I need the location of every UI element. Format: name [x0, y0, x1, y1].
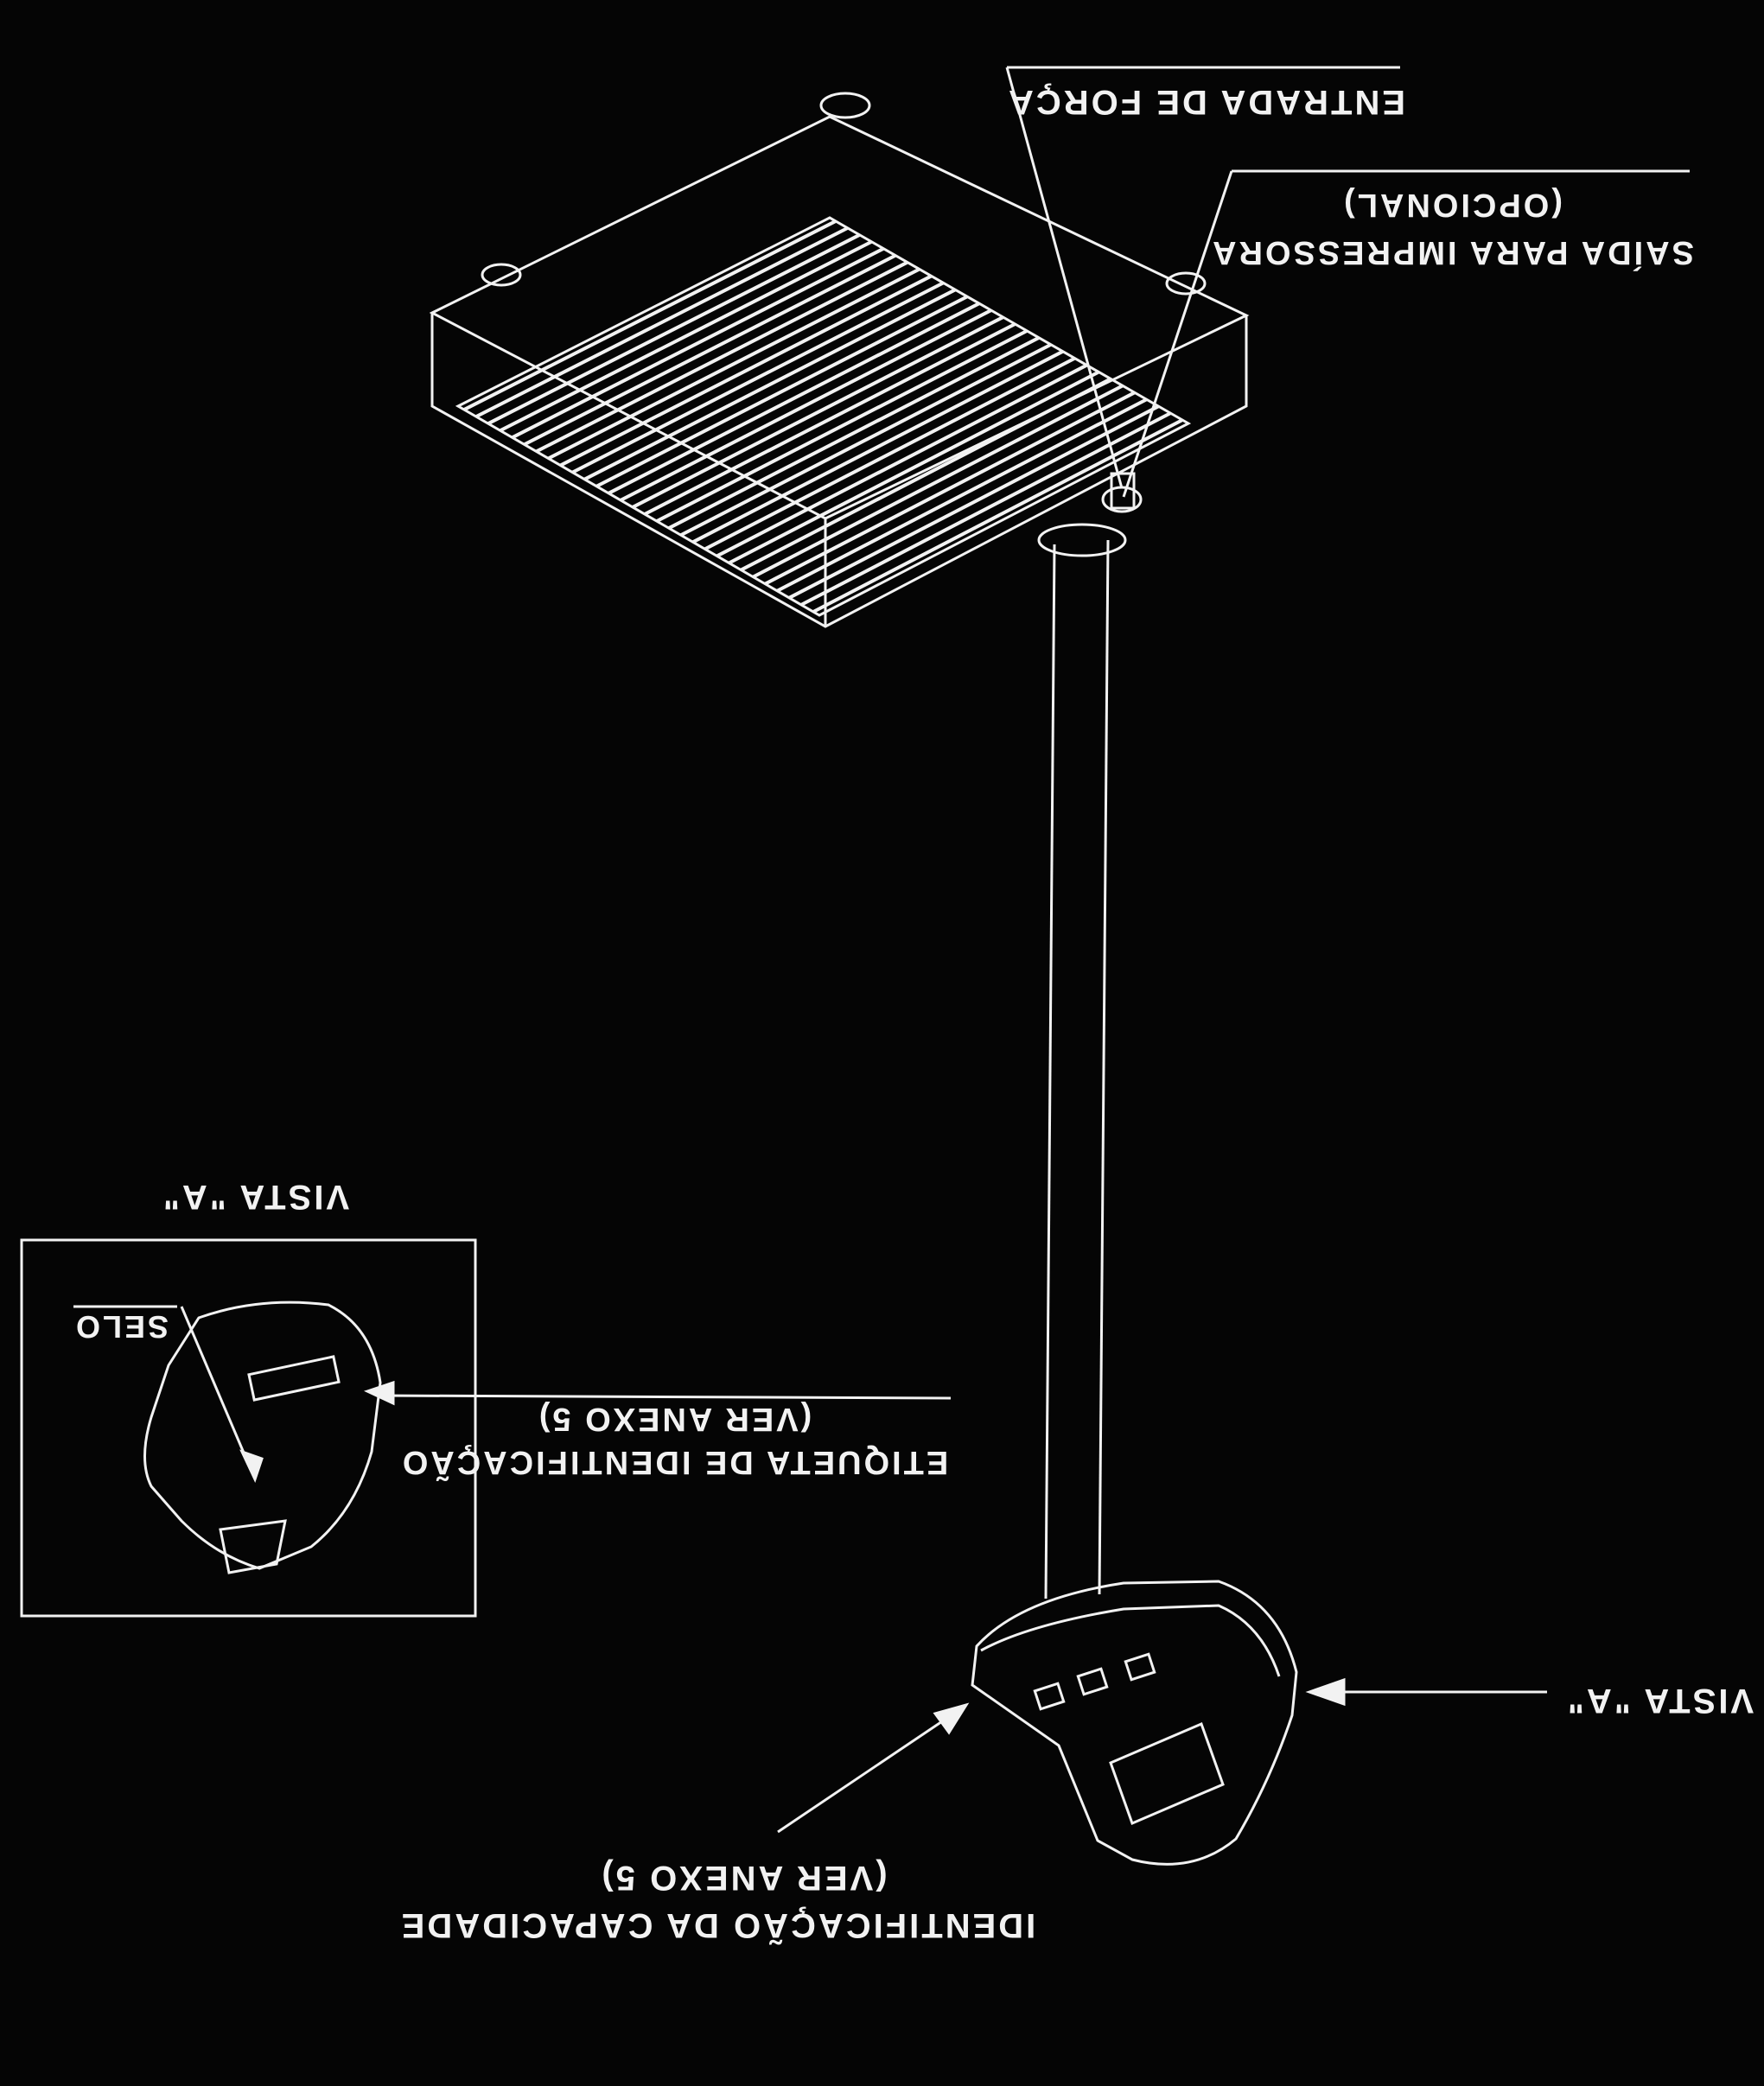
- id-label-line2: (VER ANEXO 5): [537, 1401, 812, 1437]
- grate-slat: [583, 288, 957, 481]
- grate-slat: [487, 233, 861, 425]
- power-input-label: ENTRADA DE FORÇA: [1006, 83, 1405, 121]
- grate-slat: [704, 356, 1076, 551]
- platform-grate-slats: [463, 219, 1184, 614]
- grate-slat: [511, 246, 885, 440]
- scale-platform: [429, 92, 1250, 1599]
- view-a-label-inset: VISTA "A": [161, 1178, 349, 1216]
- platform-side-walls: [430, 313, 1248, 628]
- indicator-top-rim: [980, 1604, 1281, 1677]
- grate-slat: [740, 377, 1112, 572]
- printer-output-label-line2: (OPCIONAL): [1341, 187, 1563, 223]
- id-label-underline: [379, 1394, 952, 1400]
- capacity-label-line2: (VER ANEXO 5): [599, 1859, 887, 1897]
- seal-arrowhead: [239, 1449, 264, 1484]
- seal-label: SELO: [73, 1309, 169, 1345]
- grate-slat: [752, 384, 1124, 579]
- grate-slat: [523, 253, 896, 447]
- grate-slat: [571, 281, 945, 474]
- grate-slat: [644, 322, 1016, 516]
- platform-grate-frame: [455, 216, 1192, 617]
- grate-slat: [620, 308, 992, 502]
- capacity-leader: [777, 1709, 958, 1834]
- inset-indicator-body: [143, 1301, 382, 1570]
- seal-leader: [180, 1306, 252, 1470]
- grate-slat: [788, 404, 1160, 600]
- grate-slat: [559, 274, 933, 467]
- indicator-key-1: [1033, 1682, 1066, 1711]
- platform-foot-right: [1165, 271, 1207, 296]
- label-group: ENTRADA DE FORÇA SAÍDA PARA IMPRESSORA (…: [73, 83, 1754, 1946]
- printer-output-leader: [1122, 170, 1233, 498]
- grate-slat: [499, 239, 873, 433]
- grate-slat: [463, 219, 837, 411]
- inset-view-a: [20, 1238, 477, 1618]
- grate-slat: [667, 336, 1040, 530]
- inset-frame: [20, 1238, 477, 1618]
- inset-identification-plate: [247, 1355, 341, 1402]
- leader-lines: [73, 66, 1690, 1834]
- indicator-head: [971, 1580, 1298, 1866]
- capacity-label-line1: IDENTIFICAÇÃO DA CAPACIDADE: [399, 1906, 1036, 1946]
- grate-slat: [632, 315, 1004, 509]
- indicator-key-3: [1124, 1652, 1156, 1682]
- power-connector: [1110, 472, 1136, 510]
- inset-cable-gland: [219, 1519, 287, 1574]
- power-input-leader: [1005, 67, 1124, 489]
- indicator-body: [971, 1580, 1298, 1866]
- grate-slat: [608, 302, 980, 495]
- grate-slat: [547, 267, 920, 461]
- indicator-display: [1109, 1721, 1225, 1826]
- grate-slat: [716, 363, 1088, 558]
- column-top-collar: [1037, 523, 1127, 557]
- id-label-line1: ETIQUETA DE IDENTIFICAÇÃO: [400, 1444, 948, 1482]
- grate-slat: [595, 295, 968, 488]
- platform-foot-top: [819, 92, 871, 119]
- grate-slat: [679, 342, 1052, 537]
- view-a-label-right: VISTA "A": [1565, 1682, 1754, 1720]
- grate-slat: [812, 418, 1184, 614]
- grate-slat: [776, 397, 1148, 593]
- column-left-edge: [1044, 544, 1056, 1599]
- printer-output-label-line1: SAÍDA PARA IMPRESSORA: [1210, 234, 1694, 272]
- grate-slat: [655, 329, 1028, 523]
- capacity-arrowhead: [933, 1702, 970, 1735]
- view-a-arrowhead: [1305, 1677, 1346, 1707]
- platform-foot-left: [481, 263, 522, 287]
- grate-slat: [691, 349, 1064, 544]
- grate-slat: [535, 260, 908, 454]
- id-label-arrowhead: [363, 1380, 395, 1406]
- indicator-key-2: [1076, 1667, 1109, 1696]
- grate-slat: [474, 226, 849, 418]
- grate-slat: [728, 370, 1100, 565]
- column-right-edge: [1098, 539, 1110, 1595]
- grate-slat: [764, 391, 1136, 586]
